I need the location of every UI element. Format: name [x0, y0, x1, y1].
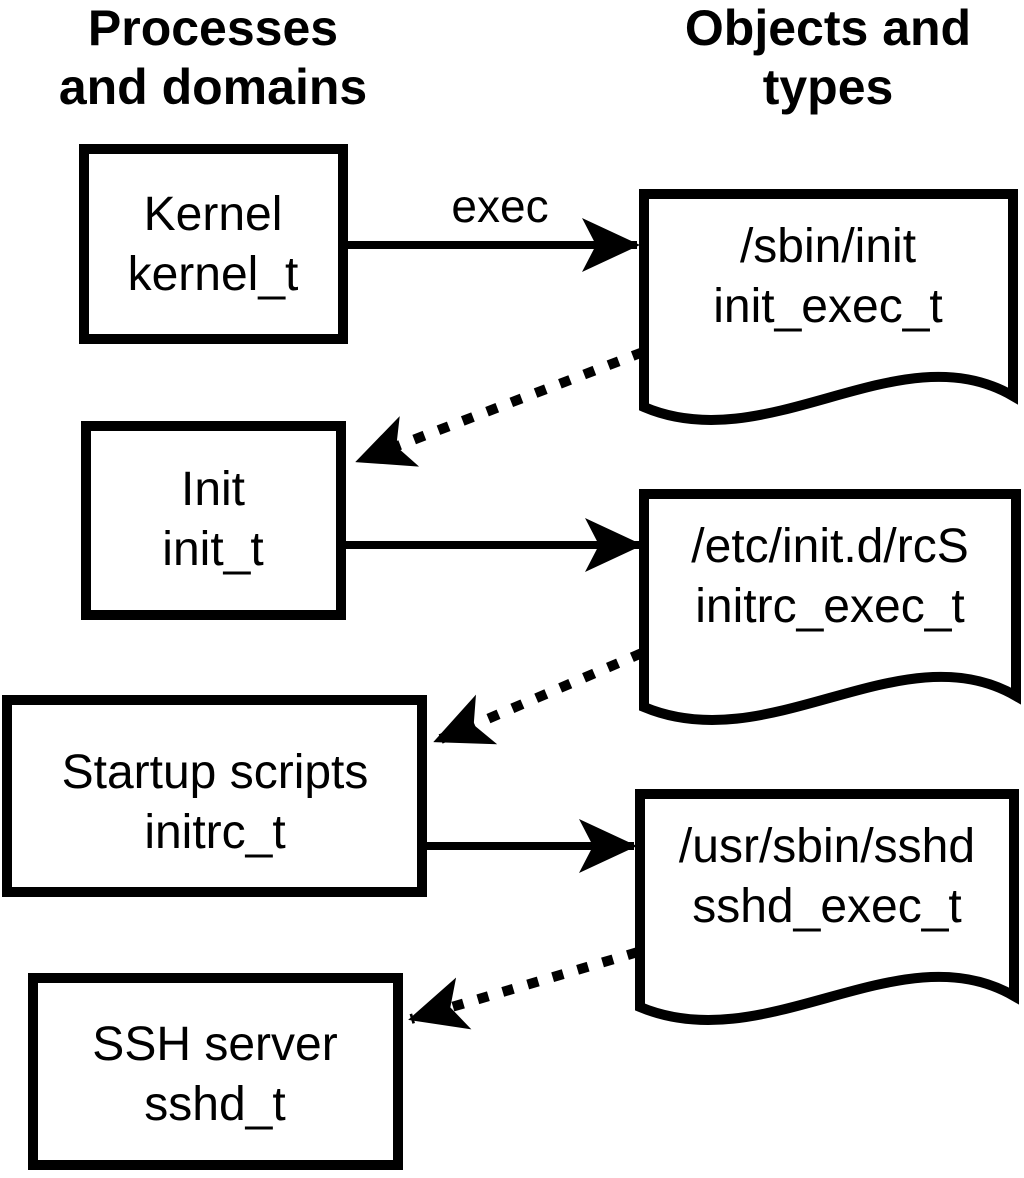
process-box-init: Init init_t — [81, 421, 346, 620]
process-box-ssh-server: SSH server sshd_t — [28, 973, 403, 1170]
ssh-server-box-type: sshd_t — [144, 1078, 285, 1131]
init-box-type: init_t — [162, 523, 263, 576]
kernel-box-shape — [79, 144, 348, 344]
ssh-server-box-shape — [28, 973, 403, 1170]
transition-arrow-to-init — [355, 347, 645, 467]
kernel-box-type: kernel_t — [128, 248, 299, 301]
sbin-init-doc-type: init_exec_t — [713, 280, 942, 333]
usr-sbin-sshd-doc-path: /usr/sbin/sshd — [679, 820, 975, 873]
right-heading-line2: types — [763, 59, 894, 115]
ssh-server-box-label: SSH server — [92, 1018, 337, 1071]
init-box-shape — [81, 421, 346, 620]
usr-sbin-sshd-doc-type: sshd_exec_t — [692, 880, 962, 933]
etc-initd-rcs-doc-shape — [639, 489, 1021, 726]
startup-scripts-box-shape — [2, 695, 427, 897]
process-box-startup-scripts: Startup scripts initrc_t — [2, 695, 427, 897]
init-box-label: Init — [181, 463, 245, 516]
left-heading-line1: Processes — [88, 0, 338, 56]
column-heading-processes: Processes and domains — [59, 0, 367, 115]
right-heading-line1: Objects and — [685, 0, 971, 56]
object-doc-sbin-init: /sbin/init init_exec_t — [639, 189, 1018, 426]
object-doc-usr-sbin-sshd: /usr/sbin/sshd sshd_exec_t — [635, 789, 1019, 1026]
transition-arrow-to-sshd — [408, 947, 640, 1030]
exec-edge-label: exec — [451, 180, 548, 232]
sbin-init-doc-shape — [639, 189, 1018, 426]
startup-scripts-box-type: initrc_t — [144, 806, 285, 859]
etc-initd-rcs-doc-type: initrc_exec_t — [695, 580, 964, 633]
column-heading-objects: Objects and types — [685, 0, 971, 115]
usr-sbin-sshd-doc-shape — [635, 789, 1019, 1026]
sbin-init-doc-path: /sbin/init — [740, 220, 916, 273]
process-box-kernel: Kernel kernel_t — [79, 144, 348, 344]
left-heading-line2: and domains — [59, 59, 367, 115]
transition-arrow-to-initrc — [433, 648, 644, 746]
object-doc-etc-initd-rcs: /etc/init.d/rcS initrc_exec_t — [639, 489, 1021, 726]
startup-scripts-box-label: Startup scripts — [62, 746, 369, 799]
etc-initd-rcs-doc-path: /etc/init.d/rcS — [691, 520, 968, 573]
kernel-box-label: Kernel — [144, 188, 283, 241]
